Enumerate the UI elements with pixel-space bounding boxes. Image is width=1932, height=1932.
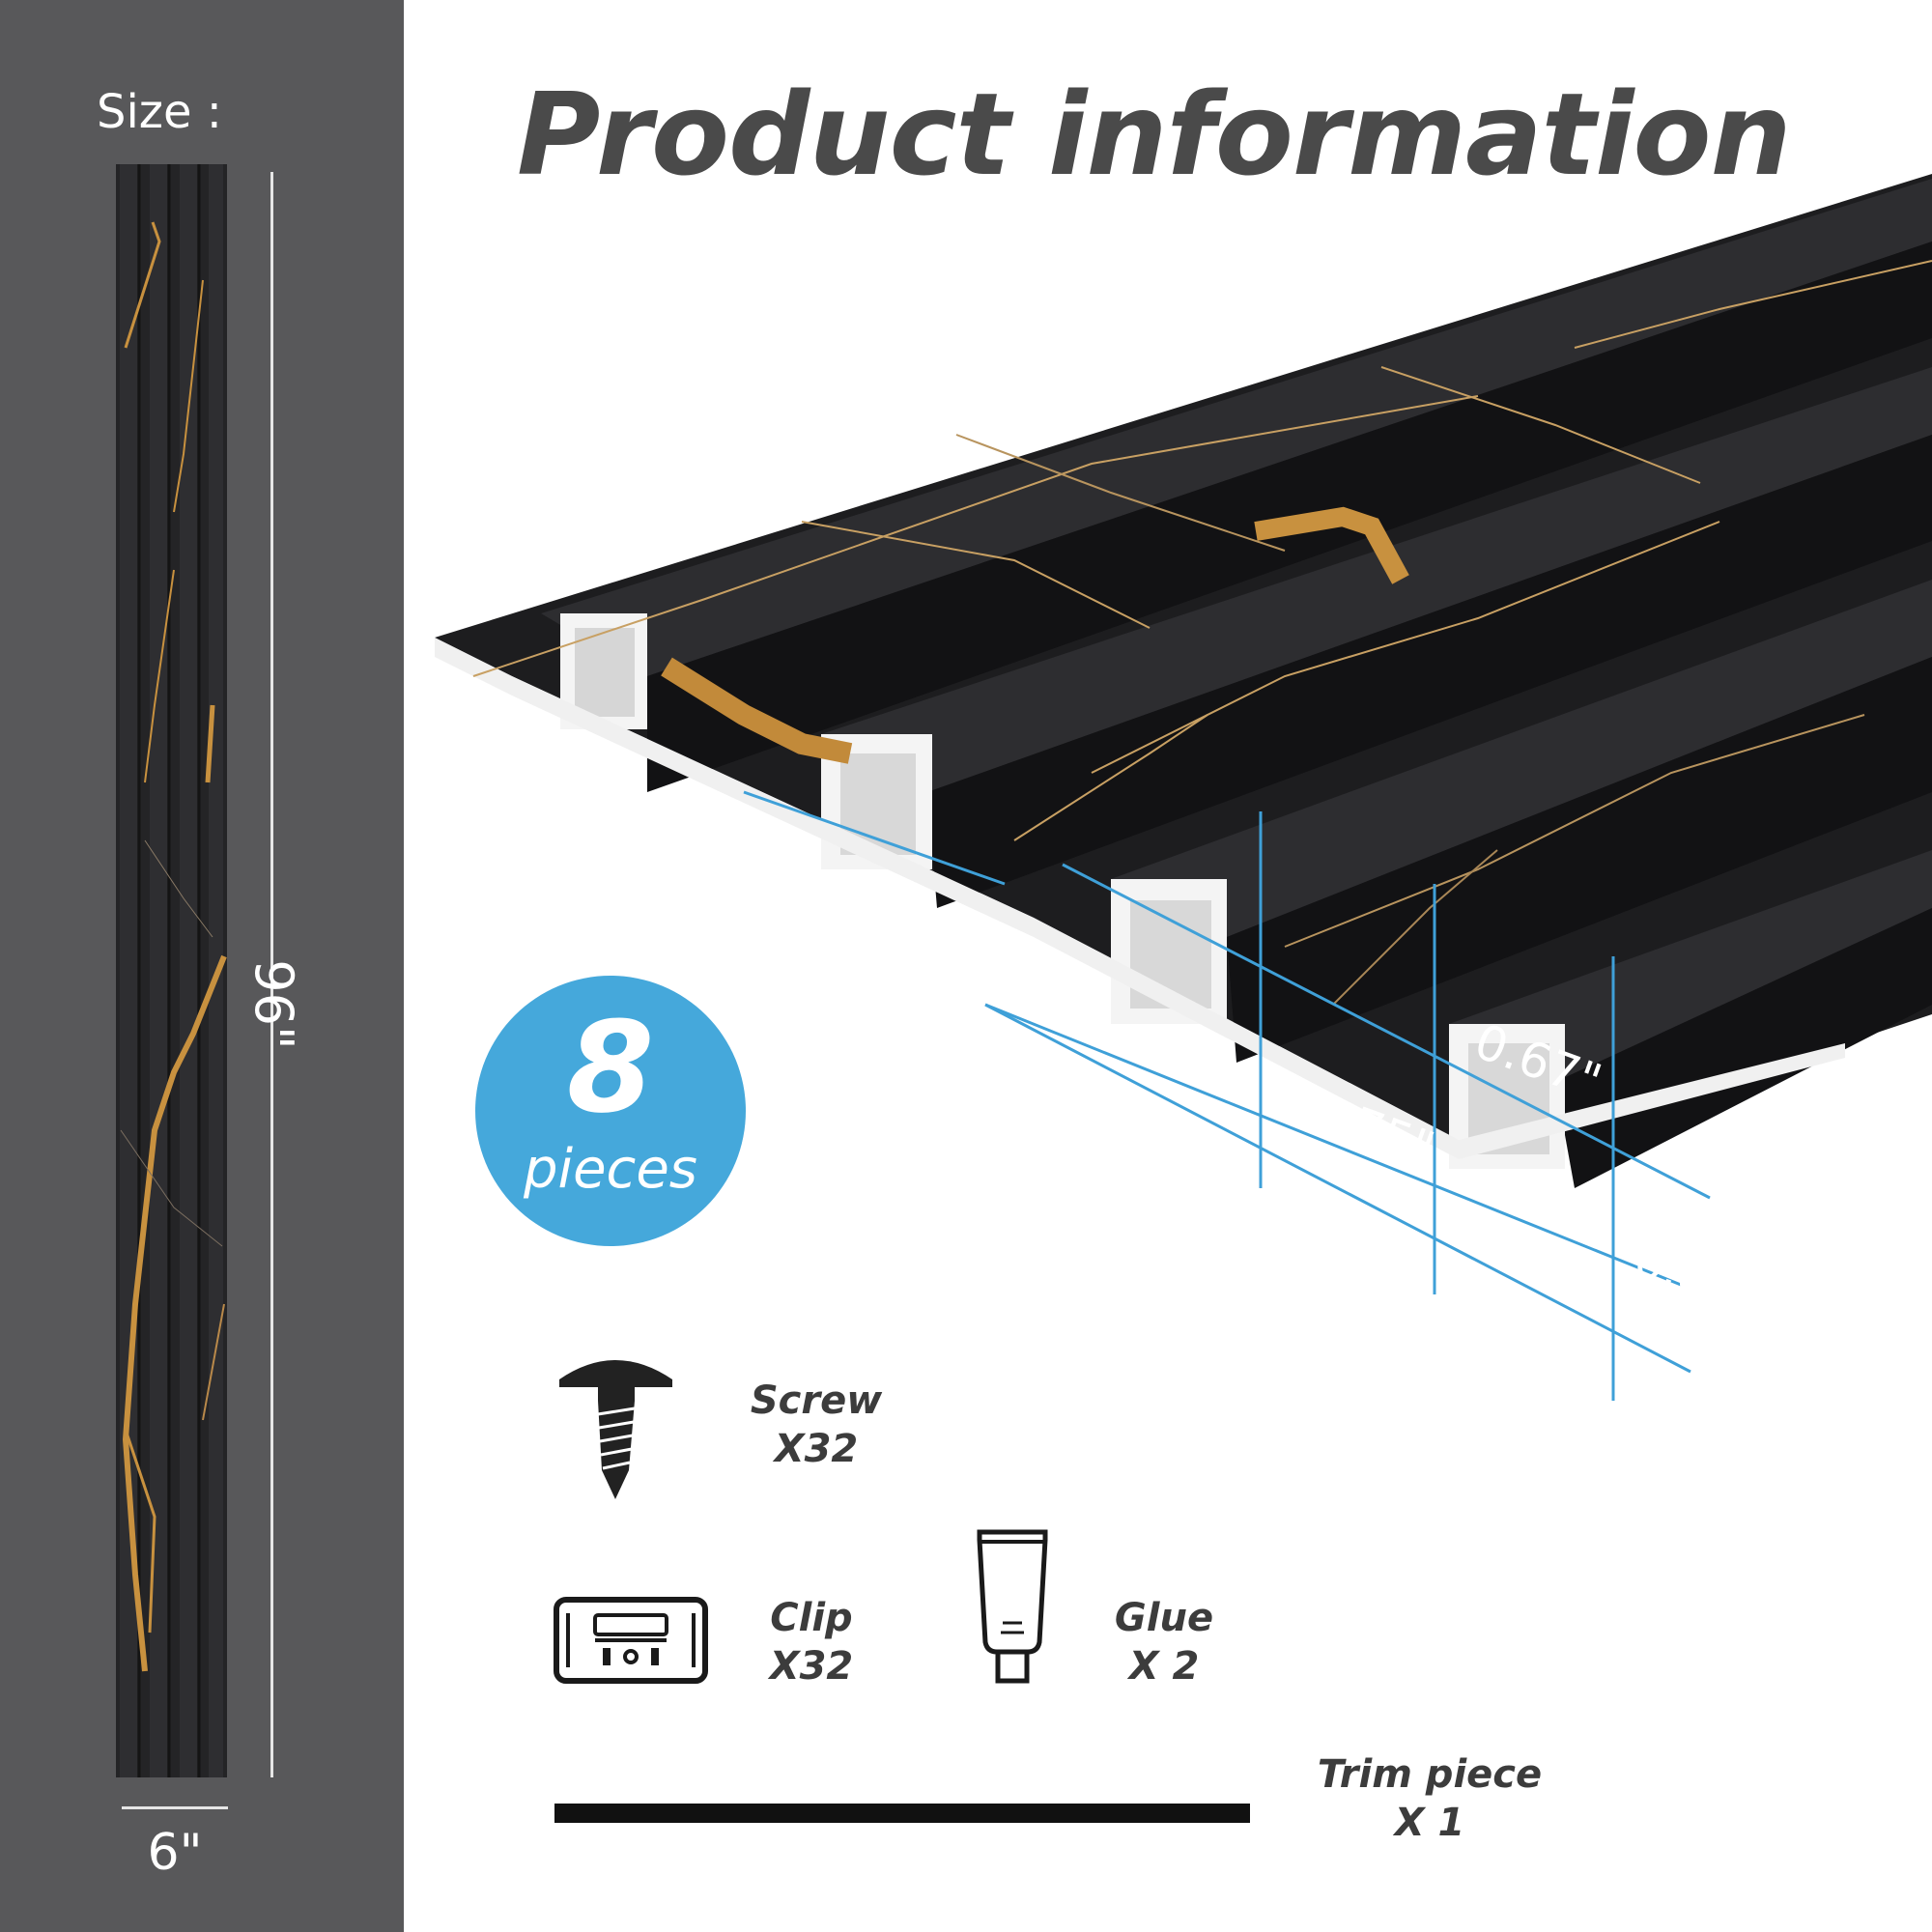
- length-label: 96": [243, 959, 304, 1050]
- clip-name: Clip: [770, 1596, 853, 1640]
- size-label: Size :: [97, 85, 222, 139]
- screw-qty: X32: [774, 1427, 859, 1471]
- length-dimension-line: [270, 172, 273, 1777]
- clip-icon: [554, 1597, 708, 1684]
- trim-piece-bar: [554, 1804, 1250, 1823]
- glue-name: Glue: [1114, 1596, 1214, 1640]
- size-sidebar: Size : 96" 6": [0, 0, 404, 1932]
- piece-unit: pieces: [524, 1138, 697, 1201]
- screw-name: Screw: [750, 1378, 883, 1423]
- trim-name: Trim piece: [1317, 1752, 1543, 1797]
- piece-count-badge: 8 pieces: [475, 976, 746, 1246]
- clip-label: Clip X32: [734, 1594, 889, 1690]
- product-panel-illustration: [435, 174, 1932, 1401]
- panel-front-view: [116, 164, 227, 1777]
- width-label: 6": [147, 1824, 203, 1882]
- screw-icon: [559, 1360, 672, 1499]
- piece-count: 8: [566, 994, 655, 1141]
- glue-label: Glue X 2: [1092, 1594, 1236, 1690]
- glue-qty: X 2: [1128, 1644, 1200, 1689]
- trim-qty: X 1: [1394, 1801, 1465, 1845]
- clip-qty: X32: [769, 1644, 854, 1689]
- width-dimension-line: [122, 1806, 228, 1809]
- screw-label: Screw X32: [734, 1377, 898, 1473]
- glue-tube-icon: [977, 1529, 1048, 1684]
- page-title: Product information: [517, 68, 1792, 201]
- trim-label: Trim piece X 1: [1314, 1750, 1546, 1847]
